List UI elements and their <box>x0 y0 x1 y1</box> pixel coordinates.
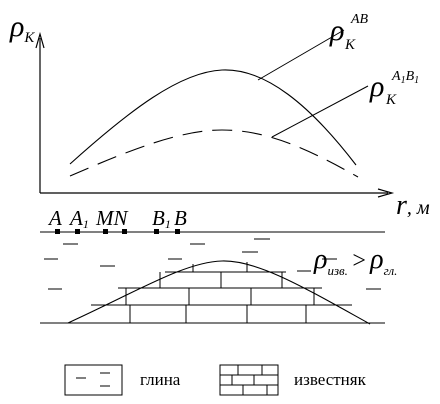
label-rho-ab-superscript: AB <box>350 12 369 27</box>
electrode-n-dot <box>122 229 127 234</box>
electrode-b1-dot <box>154 229 159 234</box>
legend-clay-swatch <box>64 364 123 396</box>
curve-rho-a1b1-dashed <box>69 129 359 178</box>
label-rho-a1b1-superscript: A1B1 <box>391 69 419 86</box>
electrode-m-dot <box>103 229 108 234</box>
label-rho-ab: ρ <box>329 14 344 47</box>
limestone-brick-pattern <box>91 262 352 323</box>
electrode-label-a1: A1 <box>68 206 89 231</box>
legend-clay-label: глина <box>140 370 181 389</box>
legend-limestone-label: известняк <box>294 370 367 389</box>
legend-limestone-swatch <box>219 364 279 396</box>
x-axis-label: r, м <box>396 190 430 221</box>
y-axis-arrow <box>35 31 45 49</box>
leader-line-a1b1 <box>271 85 369 138</box>
relation-label: ρизв.>ρгл. <box>313 244 397 278</box>
electrode-b-dot <box>175 229 180 234</box>
label-rho-ab-subscript: К <box>344 37 356 53</box>
electrode-label-b1: B1 <box>152 206 171 231</box>
electrode-label-a: A <box>47 206 62 230</box>
electrode-dots <box>55 229 180 234</box>
label-rho-a1b1-subscript: К <box>385 92 397 108</box>
leader-line-ab <box>257 29 345 81</box>
label-rho-a1b1: ρ <box>369 70 384 103</box>
electrode-a1-dot <box>75 229 80 234</box>
electrode-a-dot <box>55 229 60 234</box>
x-axis-arrow <box>377 188 395 198</box>
clay-hatching <box>44 238 381 290</box>
y-axis-label: ρК <box>9 10 35 46</box>
electrode-label-mn: MN <box>95 206 128 230</box>
curve-rho-ab-solid <box>69 69 357 166</box>
electrode-label-b: B <box>174 206 187 230</box>
graph-axes <box>35 31 395 198</box>
legend: глина известняк <box>64 364 367 396</box>
